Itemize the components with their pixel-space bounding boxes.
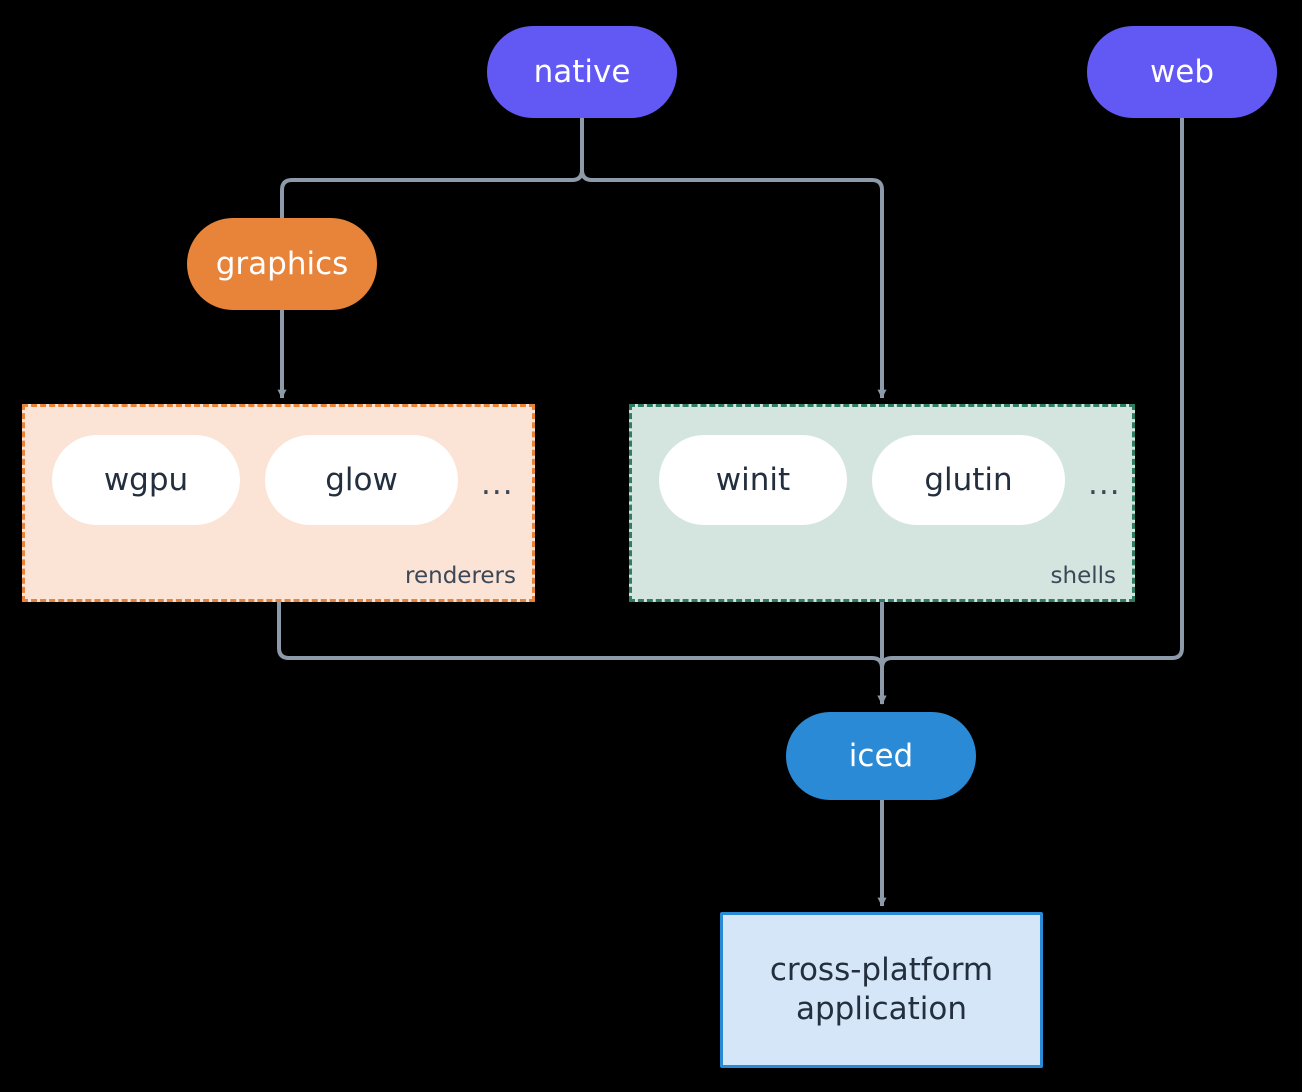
node-web[interactable]: web bbox=[1087, 26, 1277, 118]
node-iced-label: iced bbox=[848, 737, 914, 774]
group-shells-label: shells bbox=[1050, 563, 1116, 589]
edge-native-to-shells bbox=[580, 118, 887, 399]
leaf-glow-label: glow bbox=[325, 462, 398, 498]
node-graphics[interactable]: graphics bbox=[187, 218, 377, 310]
leaf-winit[interactable]: winit bbox=[659, 435, 847, 525]
group-renderers-label: renderers bbox=[405, 563, 516, 589]
leaf-wgpu-label: wgpu bbox=[103, 462, 189, 498]
group-renderers: wgpu glow ... renderers bbox=[22, 404, 535, 602]
node-application-label-line2: application bbox=[796, 991, 967, 1027]
node-iced[interactable]: iced bbox=[786, 712, 976, 800]
node-application-label-line1: cross-platform bbox=[769, 952, 994, 989]
node-web-label: web bbox=[1149, 53, 1215, 90]
node-native-label: native bbox=[533, 53, 631, 90]
leaf-glutin-label: glutin bbox=[924, 462, 1013, 498]
node-application[interactable]: cross-platform application bbox=[720, 912, 1043, 1068]
node-native[interactable]: native bbox=[487, 26, 677, 118]
node-graphics-label: graphics bbox=[215, 245, 349, 282]
shells-overflow-ellipsis: ... bbox=[1088, 466, 1121, 502]
leaf-glow[interactable]: glow bbox=[265, 435, 458, 525]
leaf-winit-label: winit bbox=[715, 462, 791, 498]
group-shells: winit glutin ... shells bbox=[629, 404, 1135, 602]
edge-renderers-to-iced bbox=[277, 602, 887, 705]
renderers-overflow-ellipsis: ... bbox=[481, 466, 514, 502]
leaf-wgpu[interactable]: wgpu bbox=[52, 435, 240, 525]
edge-web-to-iced bbox=[877, 118, 1184, 705]
leaf-glutin[interactable]: glutin bbox=[872, 435, 1065, 525]
